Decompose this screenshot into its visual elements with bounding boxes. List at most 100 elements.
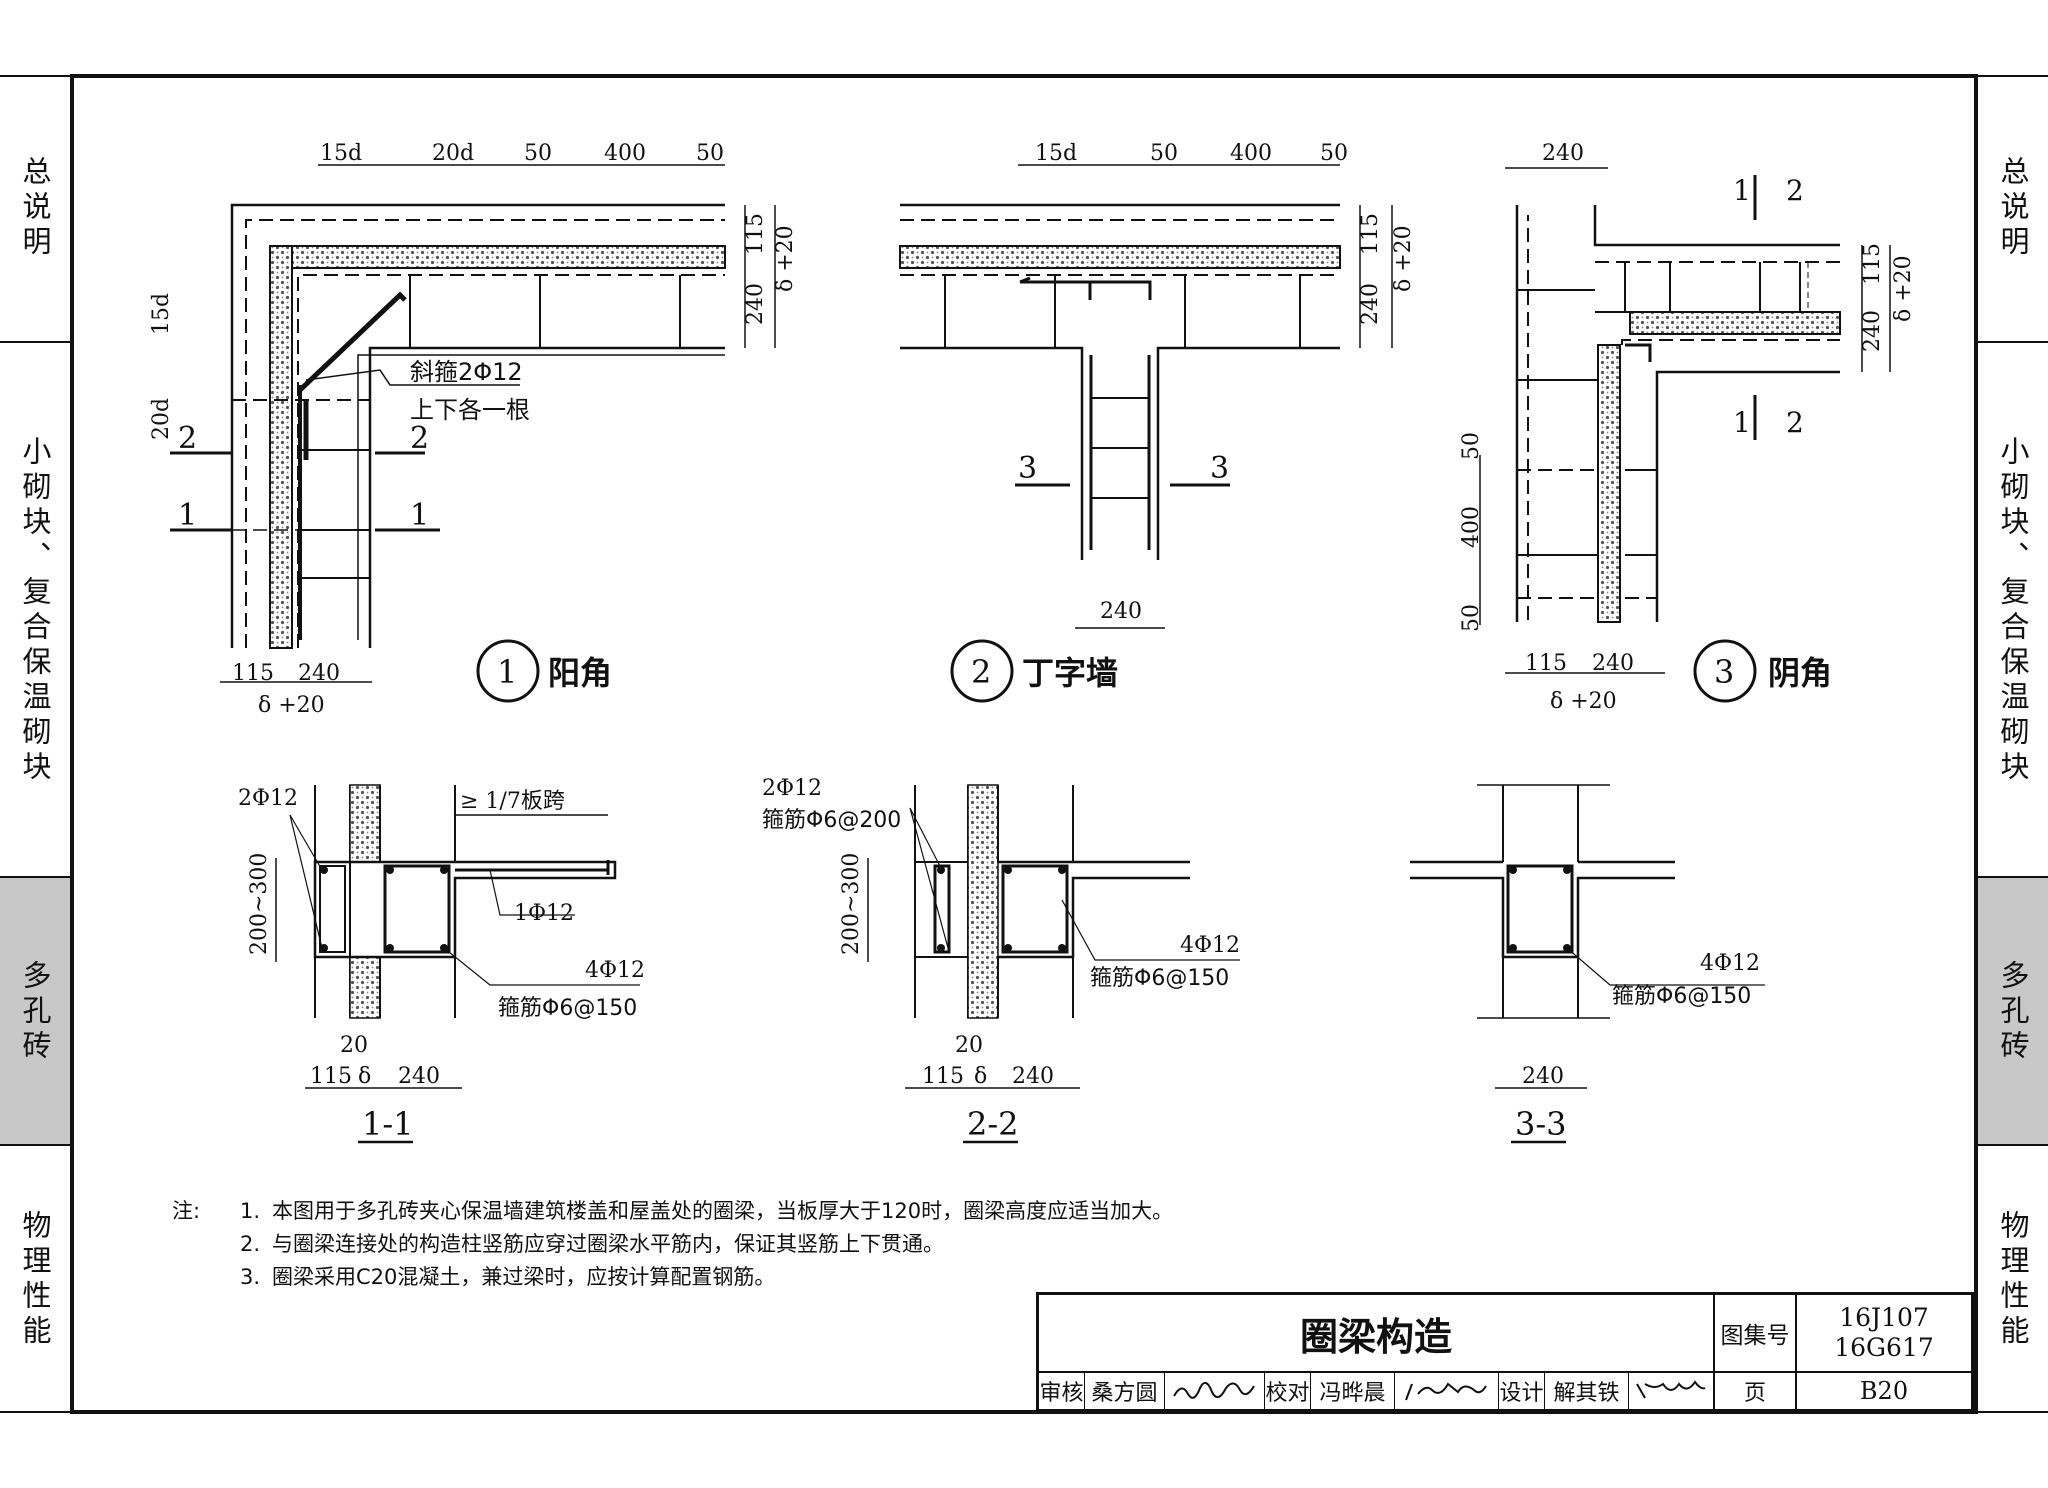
d1-number: 1: [497, 653, 517, 691]
d1-section-1-left: 1: [178, 498, 197, 533]
s22-title: 2-2: [967, 1105, 1019, 1143]
drawing-title: 圈梁构造: [1039, 1295, 1715, 1373]
s22-dim-115: 115: [922, 1064, 964, 1089]
design-name: 解其铁: [1545, 1373, 1629, 1409]
check-signature-mark: [1404, 1382, 1487, 1401]
d3-number: 3: [1714, 653, 1734, 691]
s22-stirrup-top: 箍筋Φ6@200: [762, 808, 901, 833]
review-label: 审核: [1039, 1373, 1085, 1409]
section-2-2: 2Φ12 箍筋Φ6@200 200~300 4Φ12 箍筋Φ6@150 20 1…: [762, 776, 1240, 1144]
d1-title: 阳角: [548, 654, 612, 692]
d3-dim-left-50a: 50: [1459, 432, 1484, 460]
d2-number: 2: [971, 653, 991, 691]
d3-dim-b-240: 240: [1592, 651, 1634, 676]
notes-block: 注: 1. 本图用于多孔砖夹心保温墙建筑楼盖和屋盖处的圈梁，当板厚大于120时，圈梁…: [172, 1195, 1173, 1294]
d1-dim-115: 115: [743, 213, 768, 255]
right-tab-physical[interactable]: 物理性能: [1978, 1144, 2048, 1414]
s11-dim-delta: δ: [358, 1064, 371, 1089]
d2-dim-240: 240: [1358, 283, 1383, 325]
right-tab-physical-label: 物理性能: [1996, 1210, 2030, 1350]
s11-bar-top: 2Φ12: [238, 786, 298, 811]
s22-main-bar: 4Φ12: [1180, 933, 1240, 958]
d1-dim-50a: 50: [524, 141, 552, 166]
left-tab-general-label: 总说明: [18, 156, 52, 261]
s11-dim-115: 115: [310, 1064, 352, 1089]
d2-title: 丁字墙: [1022, 654, 1118, 692]
d1-dim-400: 400: [604, 141, 646, 166]
detail-1-outside-corner: 斜箍2Φ12 上下各一根 15d 20d 50 400 50 115 240 δ…: [149, 141, 798, 718]
s22-dim-20: 20: [955, 1033, 983, 1058]
left-tab-small-block[interactable]: 小砌块、复合保温砌块: [0, 341, 70, 878]
d2-dim-115: 115: [1358, 213, 1383, 255]
d3-section-1-top: 1: [1733, 174, 1751, 207]
d1-dim-50b: 50: [696, 141, 724, 166]
left-tab-porous-brick[interactable]: 多孔砖: [0, 876, 70, 1146]
s33-main-bar: 4Φ12: [1700, 951, 1760, 976]
d3-dim-b-delta20: δ +20: [1550, 689, 1617, 714]
note-1-num: 1.: [240, 1199, 261, 1223]
detail-2-t-wall: 15d 50 400 50 115 240 δ +20 3 3 240 2 丁字…: [899, 141, 1416, 703]
left-tab-small-block-label: 小砌块、复合保温砌块: [18, 435, 52, 786]
s33-stirrup: 箍筋Φ6@150: [1612, 984, 1751, 1009]
section-1-1: 2Φ12 ≥ 1/7板跨 200~300 1Φ12 4Φ12 箍筋Φ6@150 …: [238, 784, 645, 1144]
review-signature-mark: [1172, 1381, 1255, 1399]
page-label: 页: [1715, 1373, 1797, 1409]
d1-dim-b-240: 240: [298, 661, 340, 686]
s11-title: 1-1: [362, 1105, 414, 1143]
s22-dim-delta: δ: [974, 1064, 987, 1089]
section-3-3: 4Φ12 箍筋Φ6@150 240 3-3: [1410, 784, 1765, 1144]
left-tab-general[interactable]: 总说明: [0, 76, 70, 341]
d1-dim-b-delta20: δ +20: [258, 693, 325, 718]
d1-dim-15d: 15d: [320, 141, 362, 166]
d2-dim-400: 400: [1230, 141, 1272, 166]
atlas-no-1: 16J107: [1839, 1303, 1929, 1332]
note-3-text: 圈梁采用C20混凝土，兼过梁时，应按计算配置钢筋。: [272, 1265, 776, 1289]
check-label: 校对: [1265, 1373, 1311, 1409]
s33-dim-240: 240: [1522, 1064, 1564, 1089]
right-tab-general[interactable]: 总说明: [1978, 76, 2048, 341]
right-tab-porous-brick-label: 多孔砖: [1996, 959, 2030, 1065]
review-signature: [1165, 1373, 1265, 1409]
d1-dim-b-115: 115: [232, 661, 274, 686]
d2-dim-15d: 15d: [1035, 141, 1077, 166]
d3-dim-left-400: 400: [1459, 506, 1484, 548]
atlas-label: 图集号: [1715, 1295, 1797, 1373]
d3-title: 阴角: [1768, 654, 1832, 692]
s22-dim-240: 240: [1012, 1064, 1054, 1089]
title-block: 圈梁构造 图集号 16J107 16G617 审核 桑方圆 校对 冯晔晨 设计 …: [1036, 1292, 1974, 1412]
note-1-text: 本图用于多孔砖夹心保温墙建筑楼盖和屋盖处的圈梁，当板厚大于120时，圈梁高度应适…: [272, 1199, 1174, 1223]
d2-dim-b-240: 240: [1100, 599, 1142, 624]
s22-height: 200~300: [839, 853, 864, 955]
d1-rebar-note-2: 上下各一根: [410, 396, 530, 424]
d2-section-3-right: 3: [1210, 451, 1229, 486]
d3-dim-115: 115: [1860, 243, 1885, 285]
d1-dim-left-15d: 15d: [149, 293, 174, 335]
d3-dim-b-115: 115: [1525, 651, 1567, 676]
s11-dim-240: 240: [398, 1064, 440, 1089]
d3-dim-240: 240: [1860, 310, 1885, 352]
d1-dim-left-20d: 20d: [149, 398, 174, 440]
d1-section-2-left: 2: [178, 421, 197, 456]
d2-section-3-left: 3: [1018, 451, 1037, 486]
s22-bar-top: 2Φ12: [762, 776, 822, 801]
right-tab-porous-brick[interactable]: 多孔砖: [1978, 876, 2048, 1146]
review-name: 桑方圆: [1085, 1373, 1165, 1409]
drawing-border: [70, 74, 1978, 1414]
left-tab-physical[interactable]: 物理性能: [0, 1144, 70, 1414]
d3-section-2-top: 2: [1786, 174, 1804, 207]
s11-span-note: ≥ 1/7板跨: [460, 789, 565, 814]
d1-section-1-right: 1: [410, 498, 429, 533]
d3-section-1-bottom: 1: [1733, 406, 1751, 439]
note-2-text: 与圈梁连接处的构造柱竖筋应穿过圈梁水平筋内，保证其竖筋上下贯通。: [272, 1232, 944, 1256]
atlas-no-2: 16G617: [1834, 1333, 1934, 1362]
notes-label: 注:: [172, 1199, 201, 1223]
d1-rebar-note-1: 斜箍2Φ12: [410, 358, 523, 386]
d2-dim-delta20: δ +20: [1391, 225, 1416, 292]
design-signature-mark: [1636, 1380, 1706, 1399]
design-label: 设计: [1499, 1373, 1545, 1409]
right-tab-general-label: 总说明: [1996, 156, 2030, 261]
design-signature: [1629, 1373, 1715, 1409]
d1-section-2-right: 2: [410, 421, 429, 456]
right-tab-small-block[interactable]: 小砌块、复合保温砌块: [1978, 341, 2048, 878]
